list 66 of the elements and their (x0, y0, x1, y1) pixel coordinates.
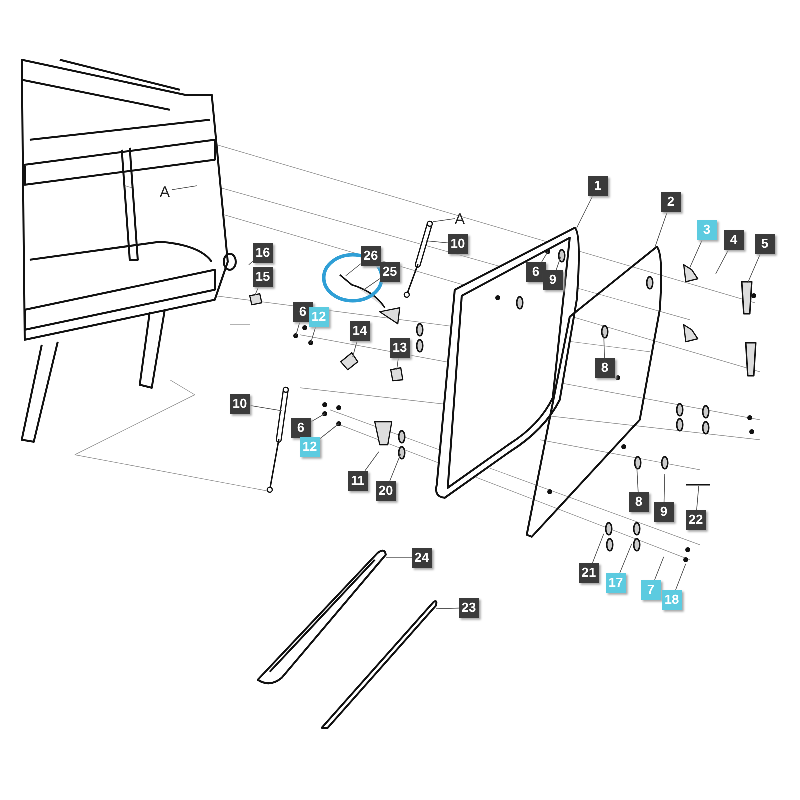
callout-number: 20 (376, 481, 396, 501)
leader-line (716, 250, 730, 274)
leader-line (248, 261, 254, 266)
callout-number: 9 (654, 502, 674, 522)
leader-line (390, 454, 402, 482)
callout-number: 14 (350, 321, 370, 341)
leader-line (352, 340, 358, 358)
leader-line (654, 212, 668, 248)
callout-number: 12 (309, 307, 329, 327)
leader-line (426, 240, 448, 244)
leader-line (436, 608, 460, 610)
leader-line (172, 186, 198, 190)
callout-number: 26 (361, 246, 381, 266)
leader-line (696, 486, 700, 510)
leader-line (310, 414, 326, 423)
callout-number: 7 (641, 580, 661, 600)
callout-number: 8 (595, 358, 615, 378)
leader-line (432, 218, 456, 222)
callout-number: 9 (543, 270, 563, 290)
leader-line (664, 474, 666, 502)
callout-number: 3 (697, 220, 717, 240)
reference-letter: A (455, 212, 466, 228)
callout-number: 6 (526, 262, 546, 282)
leader-line (542, 252, 548, 262)
leader-line (556, 256, 562, 270)
leader-line (604, 334, 606, 358)
leader-line (364, 452, 380, 472)
callout-number: 1 (588, 176, 608, 196)
leader-line (254, 286, 260, 296)
callout-number: 22 (686, 510, 706, 530)
callout-number: 12 (300, 437, 320, 457)
callout-number: 21 (579, 563, 599, 583)
callout-number: 16 (253, 243, 273, 263)
gas-strut (266, 386, 290, 494)
callout-number: 23 (459, 598, 479, 618)
callout-number: 18 (662, 590, 682, 610)
leader-line (636, 466, 639, 492)
leader-line (346, 264, 362, 276)
callout-number: 5 (755, 234, 775, 254)
callout-number: 4 (724, 230, 744, 250)
gas-strut (404, 220, 434, 298)
callout-number: 13 (390, 338, 410, 358)
callout-number: 8 (629, 492, 649, 512)
callout-number: 15 (253, 267, 273, 287)
leader-line (250, 405, 282, 412)
leader-line (748, 254, 761, 284)
leader-line (320, 424, 340, 440)
callout-number: 2 (661, 192, 681, 212)
callout-number: 17 (606, 573, 626, 593)
leader-line (592, 534, 604, 564)
callout-number: 24 (412, 548, 432, 568)
leader-line (310, 326, 316, 344)
callout-number: 25 (380, 262, 400, 282)
callout-number: 10 (448, 234, 468, 254)
leader-line (396, 358, 399, 370)
leader-line (576, 196, 594, 228)
callout-number: 6 (291, 418, 311, 438)
leader-line (690, 240, 703, 268)
callout-number: 11 (348, 471, 368, 491)
leader-line (364, 278, 380, 290)
reference-letter: A (160, 185, 170, 201)
leader-line (296, 322, 300, 336)
leader-line (620, 544, 632, 574)
callout-number: 10 (230, 394, 250, 414)
leader-line (654, 556, 664, 580)
leader-line (676, 564, 686, 590)
